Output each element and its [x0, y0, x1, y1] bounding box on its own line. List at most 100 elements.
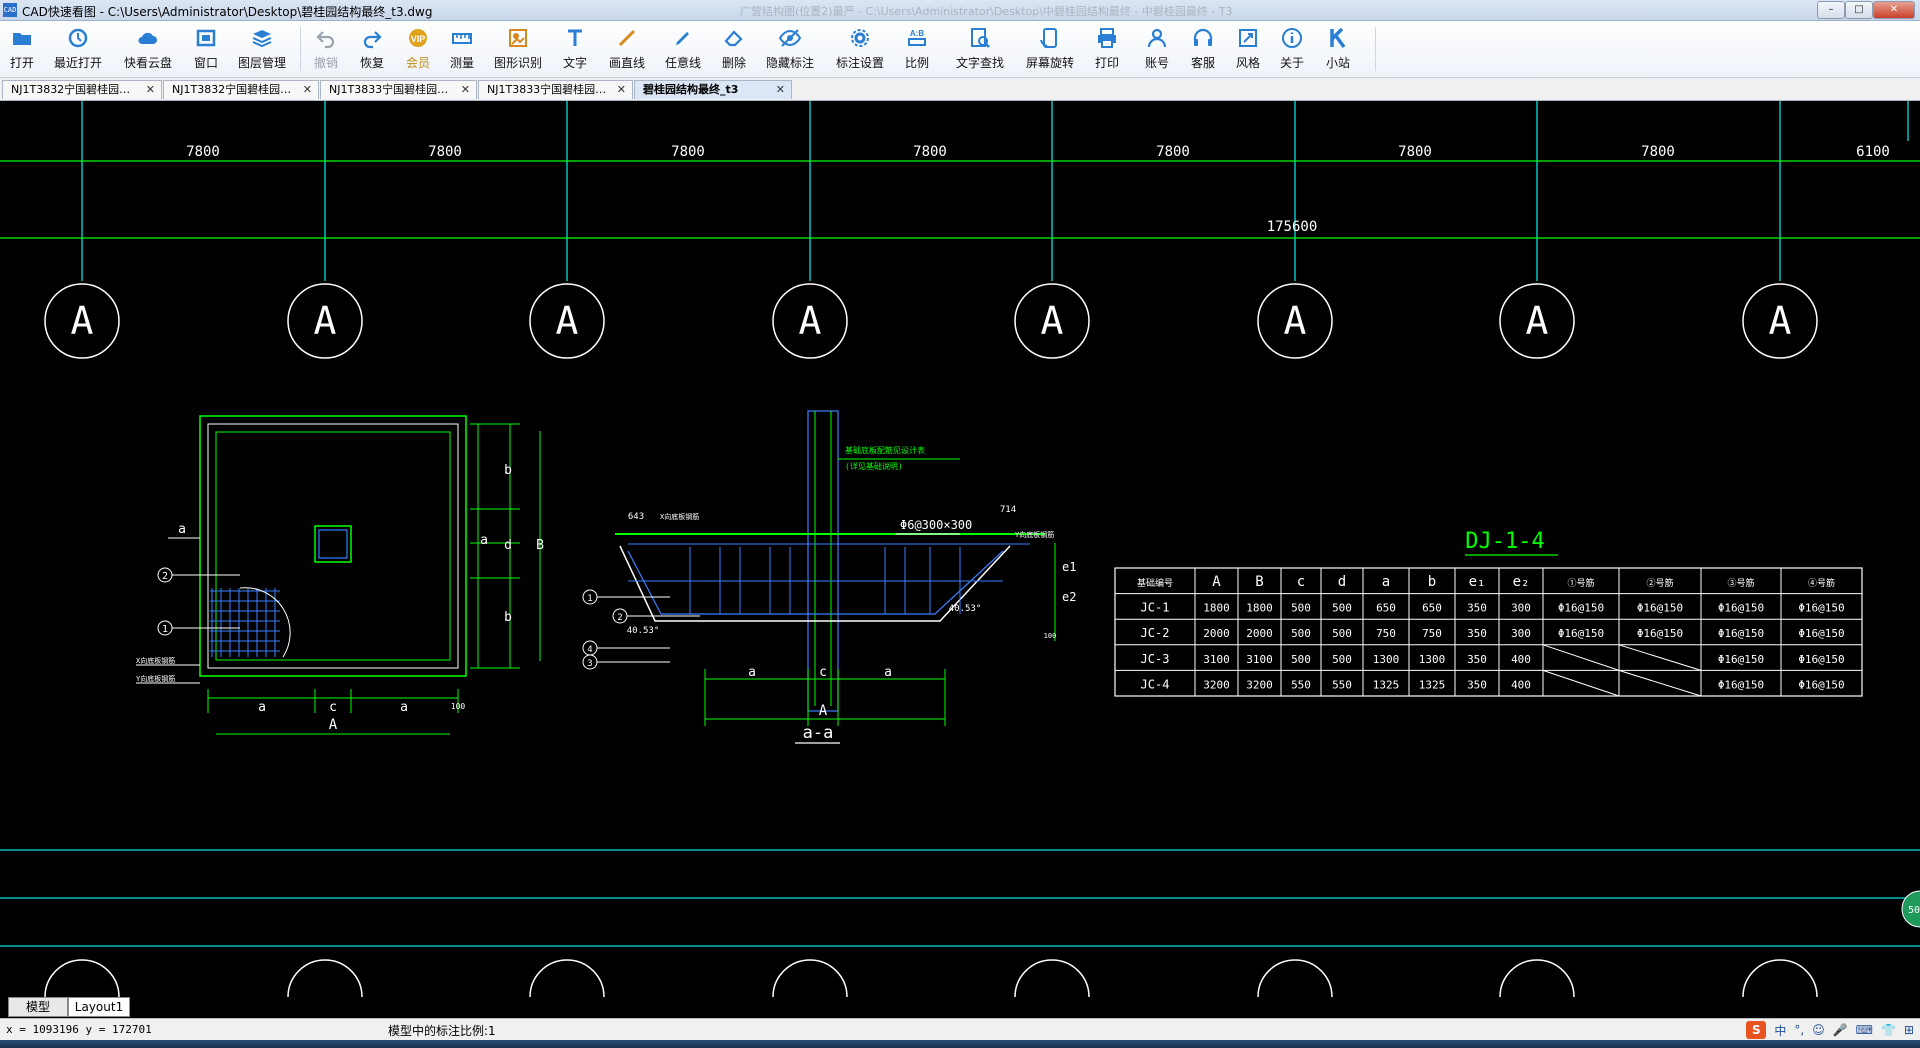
document-tab[interactable]: NJ1T3832宁国碧桂园…✕ [2, 80, 162, 99]
toolbar-text-button[interactable]: 文字 [551, 24, 599, 74]
section-rebar-label: Φ6@300×300 [900, 518, 972, 532]
toolbar-eye-button[interactable]: 隐藏标注 [766, 24, 814, 74]
tab-close-icon[interactable]: ✕ [616, 83, 626, 96]
table-frame [1114, 567, 1863, 697]
rotate-icon [1040, 28, 1057, 48]
axis-bubble [772, 283, 848, 359]
layout1-tab[interactable]: Layout1 [68, 997, 130, 1017]
axis-bubble-label: A [1284, 299, 1307, 343]
axis-bubble-label: A [1526, 299, 1549, 343]
toolbar-shape-recognize-button[interactable]: 图形识别 [494, 24, 542, 74]
document-tab-active[interactable]: 碧桂园结构最终_t3✕ [634, 80, 792, 99]
shape-recognize-icon [509, 29, 527, 47]
table-cell: Φ16@150 [1718, 602, 1764, 615]
tab-close-icon[interactable]: ✕ [302, 83, 312, 96]
ime-skin-icon[interactable]: 👕 [1880, 1023, 1896, 1037]
toolbar-pen-button[interactable]: 任意线 [659, 24, 707, 74]
table-cell: 1800 [1203, 602, 1230, 615]
bay-dimension-label: 7800 [1398, 144, 1432, 160]
ime-toolbar: S 中 °, ☺ 🎤 ⌨ 👕 ⊞ [1746, 1020, 1914, 1040]
table-header-cell: d [1338, 574, 1346, 590]
toolbar-line-button[interactable]: 画直线 [603, 24, 651, 74]
ime-voice-icon[interactable]: 🎤 [1832, 1023, 1848, 1037]
k-logo-icon [1330, 27, 1346, 49]
axis-bubble-partial [772, 959, 848, 997]
toolbar-button-label: 测量 [449, 56, 474, 70]
side-float-button [1901, 890, 1920, 928]
eraser-icon [724, 30, 743, 47]
table-cell: 3100 [1203, 653, 1230, 666]
redo-icon [363, 31, 382, 49]
plan-note: X向底板钢筋 [136, 656, 175, 665]
toolbar-ruler-button[interactable]: 测量 [438, 24, 486, 74]
close-window-button[interactable]: ✕ [1873, 1, 1915, 19]
document-tab[interactable]: NJ1T3832宁国碧桂园…✕ [163, 80, 319, 99]
ime-punct[interactable]: °, [1794, 1023, 1805, 1037]
table-cell: 350 [1467, 627, 1487, 640]
plan-dim-c: c [329, 700, 337, 715]
axis-bubble [1742, 283, 1818, 359]
background-window-title: 广营结构图(位置2)最严 - C:\Users\Administrator\De… [740, 5, 1233, 18]
minimize-button[interactable]: – [1817, 1, 1845, 19]
toolbar-printer-button[interactable]: 打印 [1083, 24, 1131, 74]
section-title: a-a [803, 723, 834, 743]
tab-close-icon[interactable]: ✕ [775, 83, 785, 96]
ime-mode-chinese[interactable]: 中 [1774, 1023, 1787, 1038]
toolbar-undo-button[interactable]: 撤销 [302, 24, 350, 74]
toolbar-eraser-button[interactable]: 删除 [710, 24, 758, 74]
toolbar-user-button[interactable]: 账号 [1133, 24, 1181, 74]
document-tab[interactable]: NJ1T3833宁国碧桂园…✕ [478, 80, 633, 99]
document-tab-label: NJ1T3833宁国碧桂园… [329, 83, 449, 96]
marker-label: 2 [162, 571, 168, 582]
tab-close-icon[interactable]: ✕ [145, 83, 155, 96]
toolbar-separator [1375, 27, 1376, 71]
marker-label: 3 [587, 659, 592, 669]
toolbar-window-button[interactable]: 窗口 [182, 24, 230, 74]
toolbar-layers-button[interactable]: 图层管理 [238, 24, 286, 74]
plan-label-b: b [504, 463, 512, 478]
section-right-dim: 714 [1000, 505, 1016, 515]
tab-close-icon[interactable]: ✕ [460, 83, 470, 96]
ime-keyboard-icon[interactable]: ⌨ [1855, 1023, 1873, 1037]
os-taskbar [0, 1040, 1920, 1048]
toolbar-button-label: 会员 [405, 56, 430, 70]
ime-emoji-icon[interactable]: ☺ [1812, 1023, 1825, 1037]
sogou-ime-icon[interactable]: S [1746, 1021, 1767, 1039]
maximize-button[interactable]: □ [1845, 1, 1873, 19]
ruler-icon [452, 33, 472, 44]
plan-dim-a: a [258, 700, 266, 715]
table-header-cell: 基础编号 [1137, 577, 1173, 589]
toolbar-redo-button[interactable]: 恢复 [348, 24, 396, 74]
model-tab[interactable]: 模型 [8, 997, 68, 1017]
toolbar-button-label: 打印 [1094, 56, 1119, 70]
toolbar-rotate-button[interactable]: 屏幕旋转 [1026, 24, 1074, 74]
marker-label: 1 [587, 594, 592, 604]
toolbar-info-button[interactable]: 关于 [1268, 24, 1316, 74]
toolbar-headset-button[interactable]: 客服 [1179, 24, 1227, 74]
toolbar-k-logo-button[interactable]: 小站 [1314, 24, 1362, 74]
toolbar-style-button[interactable]: 风格 [1224, 24, 1272, 74]
eye-icon [778, 29, 802, 47]
toolbar-button-label: 图层管理 [238, 56, 287, 70]
axis-bubble-label: A [1041, 299, 1064, 343]
scale-icon: A:B [908, 29, 926, 46]
toolbar-gear-button[interactable]: 标注设置 [836, 24, 884, 74]
plan-label-B: B [536, 538, 544, 553]
toolbar-folder-button[interactable]: 打开 [0, 24, 46, 74]
table-cell: Φ16@150 [1798, 627, 1844, 640]
plan-label-b: b [504, 610, 512, 625]
ime-tools-icon[interactable]: ⊞ [1903, 1023, 1914, 1037]
toolbar-find-text-button[interactable]: 文字查找 [956, 24, 1004, 74]
toolbar-cloud-button[interactable]: 快看云盘 [124, 24, 172, 74]
toolbar-history-button[interactable]: 最近打开 [54, 24, 102, 74]
section-left-dim: 643 [628, 512, 644, 522]
document-tab[interactable]: NJ1T3833宁国碧桂园… ✕ [320, 80, 477, 99]
table-cell: 650 [1422, 602, 1442, 615]
table-cell: Φ16@150 [1798, 653, 1844, 666]
table-cell: 1325 [1373, 678, 1400, 691]
